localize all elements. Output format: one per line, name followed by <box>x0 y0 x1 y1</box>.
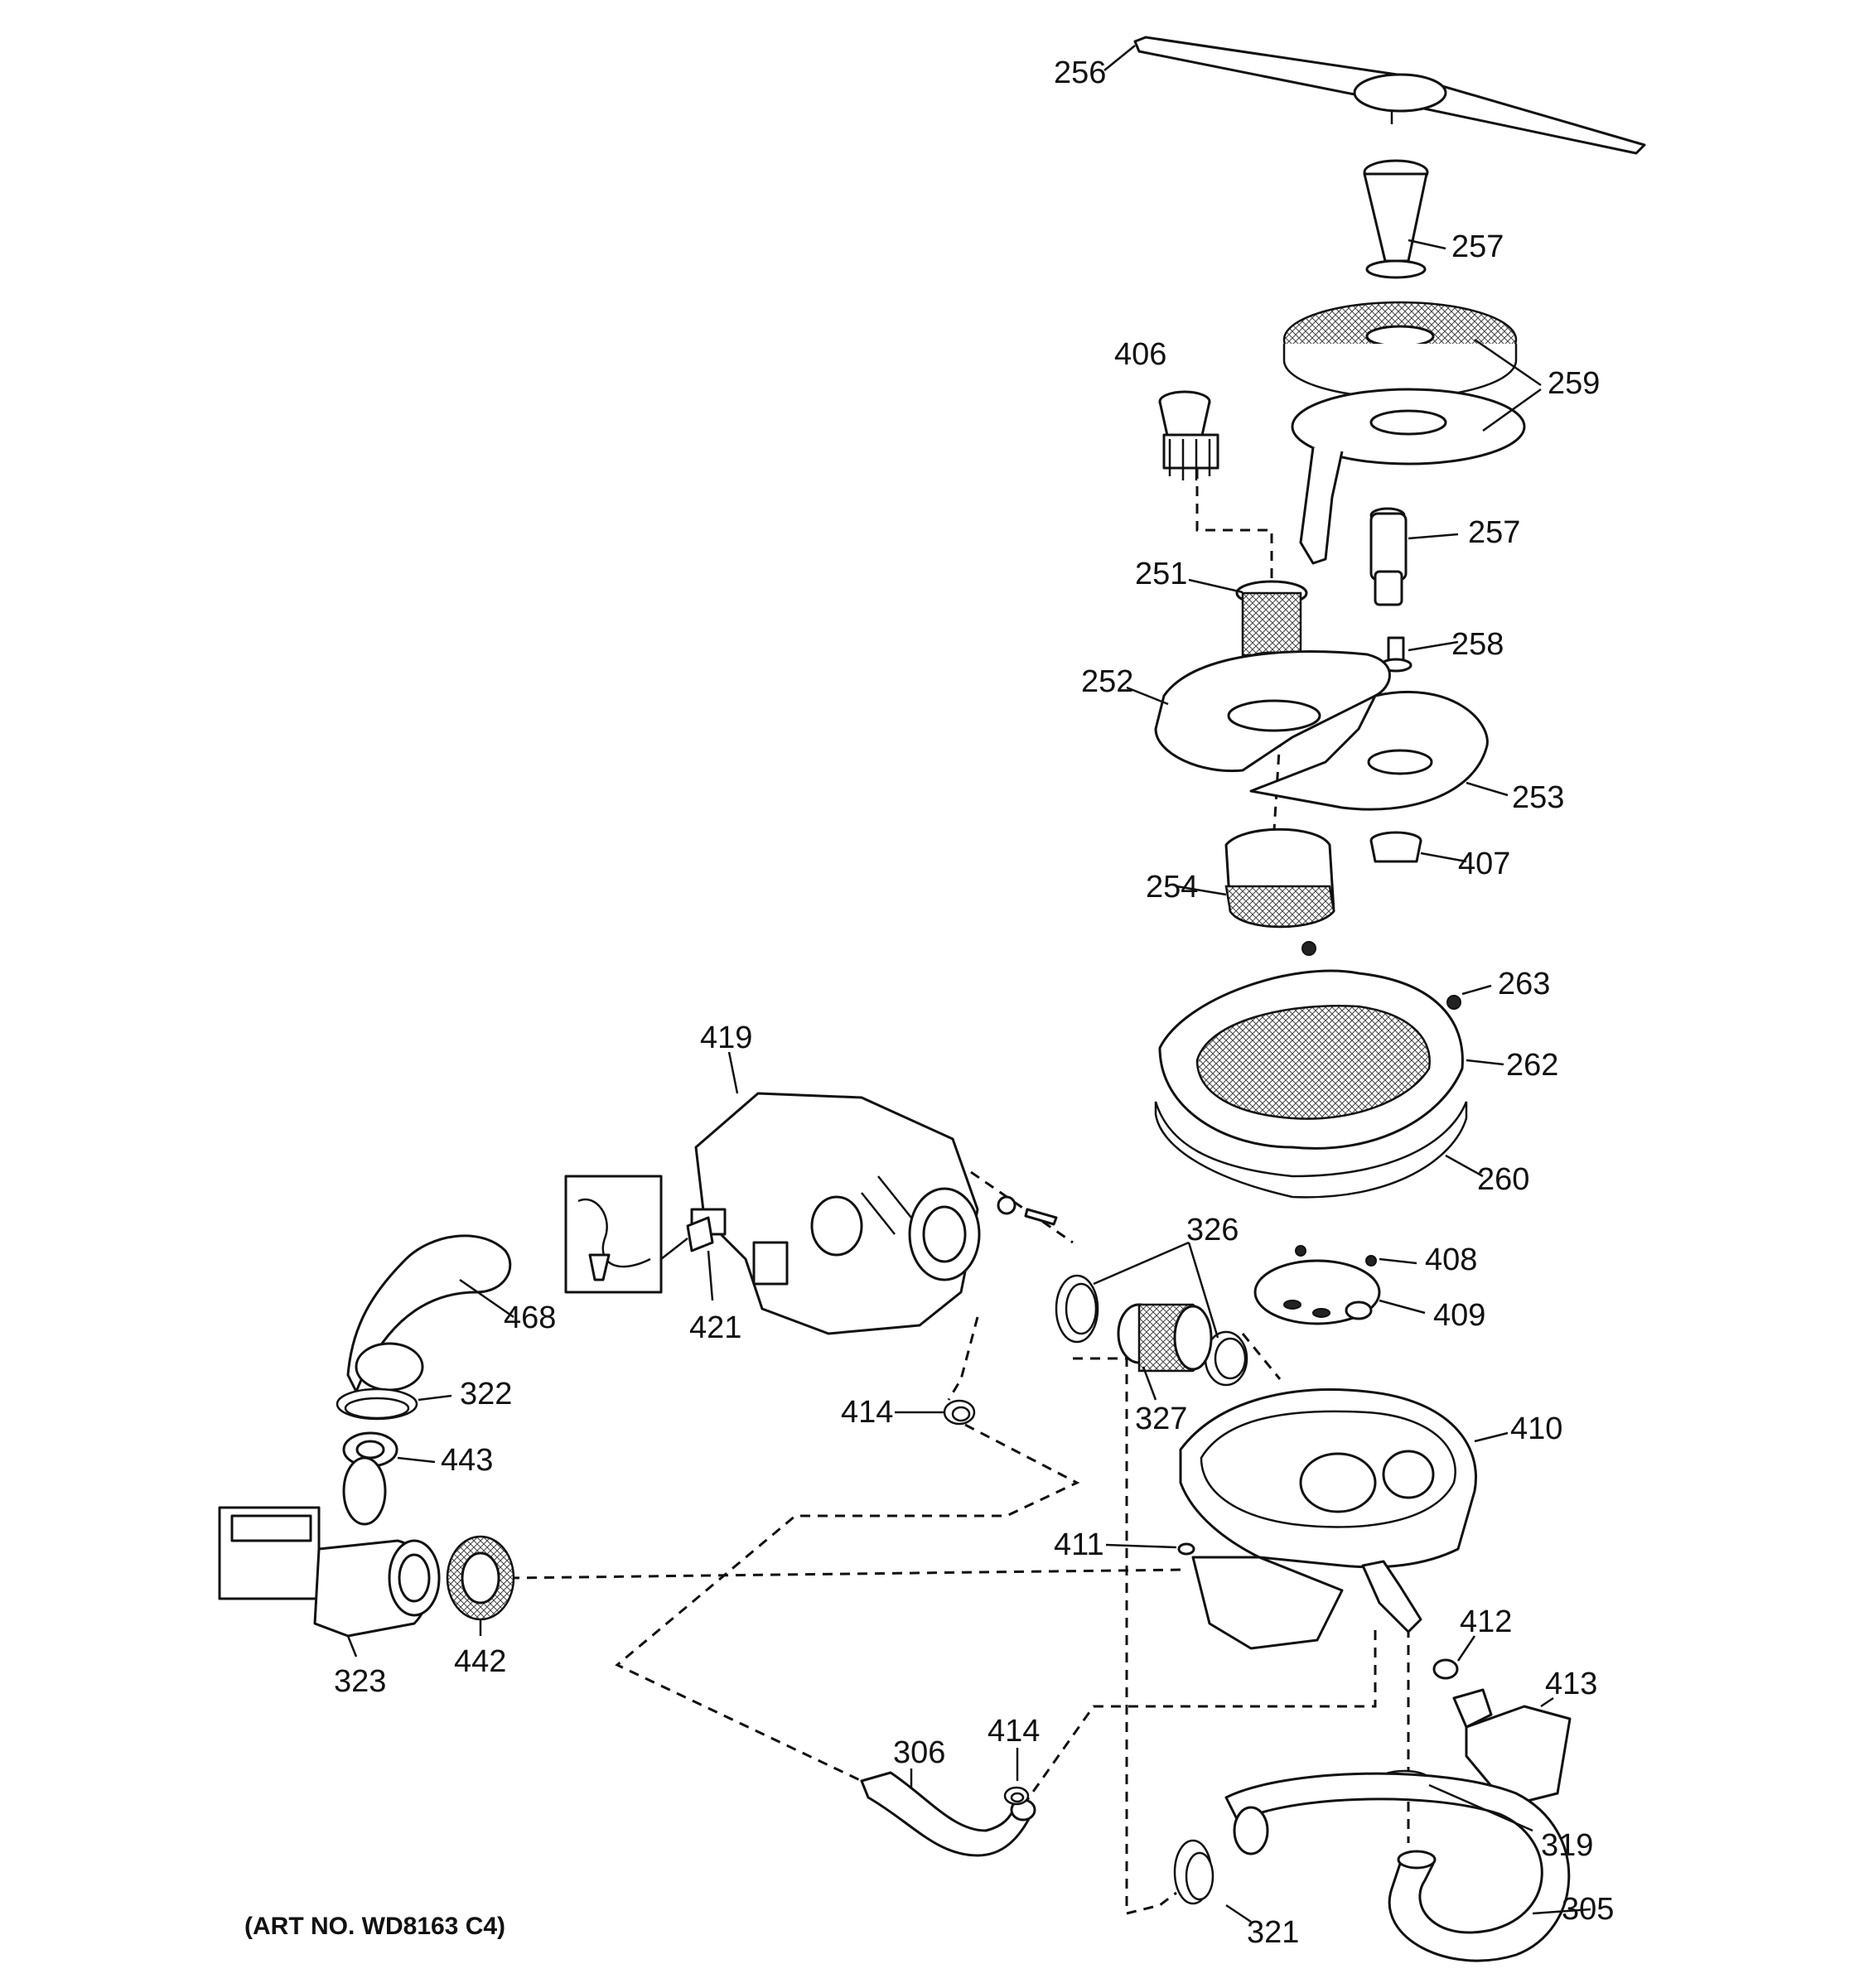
cap-406 <box>1158 390 1219 480</box>
screen-254 <box>1224 828 1335 929</box>
plate-409 <box>1253 1259 1381 1325</box>
label-257-lower: 257 <box>1468 515 1520 550</box>
label-413: 413 <box>1545 1667 1597 1701</box>
motor-screw <box>997 1195 1058 1226</box>
label-252: 252 <box>1081 664 1133 699</box>
label-306: 306 <box>893 1735 945 1770</box>
label-419: 419 <box>700 1021 752 1055</box>
label-323: 323 <box>334 1664 386 1699</box>
motor-419 <box>690 1092 981 1335</box>
label-468: 468 <box>504 1300 556 1335</box>
label-410: 410 <box>1510 1411 1562 1446</box>
drain-pump-323 <box>218 1456 441 1638</box>
clamp-322 <box>336 1387 418 1421</box>
tube-257-lower <box>1369 507 1408 606</box>
detail-inset-421 <box>564 1175 714 1294</box>
housing-262 <box>1158 969 1464 1150</box>
label-406: 406 <box>1114 337 1166 372</box>
clamp-414-lower <box>1003 1786 1030 1806</box>
label-443: 443 <box>441 1443 493 1478</box>
label-259: 259 <box>1548 366 1600 401</box>
label-407: 407 <box>1458 847 1510 881</box>
hose-306 <box>860 1771 1036 1857</box>
label-412: 412 <box>1460 1604 1512 1639</box>
label-321: 321 <box>1247 1915 1299 1950</box>
label-411: 411 <box>1054 1527 1104 1562</box>
clamps-326 <box>1055 1274 1248 1387</box>
label-263: 263 <box>1498 967 1550 1001</box>
art-number: (ART NO. WD8163 C4) <box>244 1913 505 1940</box>
gasket-260 <box>1154 1101 1468 1199</box>
filter-assembly-259 <box>1282 301 1526 565</box>
sensor-413 <box>1452 1688 1572 1807</box>
sump-410 <box>1179 1388 1477 1650</box>
hose-305 <box>1224 1772 1571 1962</box>
label-414-lower: 414 <box>988 1714 1040 1749</box>
label-262: 262 <box>1506 1048 1558 1083</box>
label-327: 327 <box>1135 1402 1187 1436</box>
plate-253 <box>1249 690 1489 811</box>
cap-407 <box>1369 831 1422 863</box>
label-408: 408 <box>1425 1242 1477 1277</box>
label-258: 258 <box>1451 627 1504 662</box>
label-256: 256 <box>1054 55 1106 90</box>
label-257-upper: 257 <box>1451 229 1504 264</box>
label-326: 326 <box>1186 1213 1239 1247</box>
tube-257-upper <box>1363 159 1429 279</box>
label-260: 260 <box>1477 1162 1529 1197</box>
leader-lines <box>346 45 1591 1923</box>
filter-327 <box>1117 1303 1213 1373</box>
part-labels: 256 257 259 406 257 251 258 252 253 407 … <box>334 55 1614 1950</box>
clamp-414-upper <box>943 1399 976 1426</box>
hose-468 <box>346 1234 512 1393</box>
label-254: 254 <box>1146 870 1198 905</box>
label-442: 442 <box>454 1644 506 1679</box>
spring-442 <box>446 1535 515 1621</box>
label-421: 421 <box>689 1310 741 1345</box>
o-ring-412 <box>1432 1658 1459 1680</box>
screws-408 <box>1295 1245 1377 1267</box>
plate-252 <box>1154 650 1391 773</box>
label-253: 253 <box>1512 780 1564 815</box>
label-409: 409 <box>1433 1298 1485 1333</box>
clamp-321 <box>1173 1839 1214 1905</box>
washer-411 <box>1177 1542 1195 1556</box>
gasket-443 <box>342 1431 398 1468</box>
label-414-upper: 414 <box>841 1395 893 1430</box>
label-251: 251 <box>1135 557 1187 591</box>
label-322: 322 <box>460 1377 512 1411</box>
spray-arm-256 <box>1133 36 1646 155</box>
label-305: 305 <box>1562 1892 1614 1927</box>
label-319: 319 <box>1541 1828 1593 1863</box>
